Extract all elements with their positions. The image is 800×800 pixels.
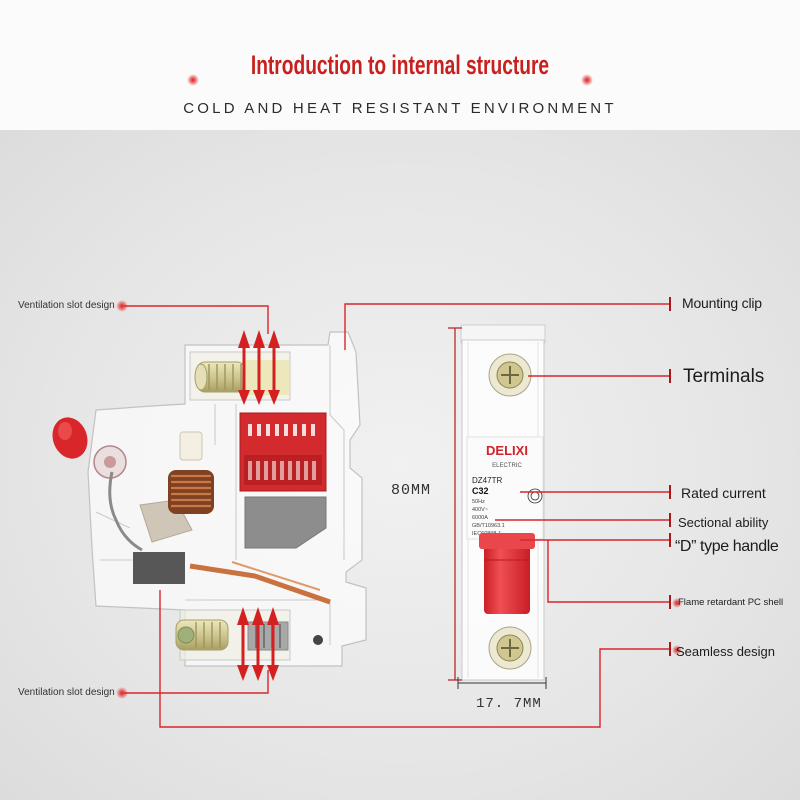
callout-mounting-clip: Mounting clip: [682, 295, 762, 311]
spec-text: 6000A: [472, 515, 488, 521]
brand-sub-text: ELECTRIC: [492, 463, 522, 469]
trip-knob-highlight: [58, 422, 72, 440]
magnetic-coil: [168, 470, 214, 514]
leader-flame-retardant: [547, 540, 670, 603]
callout-sectional-ability: Sectional ability: [678, 515, 769, 530]
leader-lines: [124, 303, 670, 728]
front-bottom-terminal-screw: [488, 626, 532, 670]
title-dot-right: [581, 74, 593, 86]
trip-wheel: [93, 445, 127, 479]
arc-chute-block: [239, 412, 327, 492]
width-dimension-label: 17. 7MM: [476, 696, 542, 712]
callout-flame-retardant: Flame retardant PC shell: [678, 597, 784, 608]
bottom-screw-head: [177, 626, 195, 644]
metal-plate: [244, 496, 327, 549]
title-decoration: [45, 74, 770, 86]
title-dot-left: [187, 74, 199, 86]
page-title: Introduction to internal structure: [250, 50, 550, 80]
spec-text: 50Hz: [472, 499, 485, 505]
leader-mounting-clip: [344, 303, 670, 350]
callout-ventilation-top: Ventilation slot design: [18, 300, 115, 311]
d-type-handle: [479, 533, 535, 614]
breaker-front-view: DELIXI ELECTRIC DZ47TR C32 50Hz 400V~ 60…: [460, 324, 546, 681]
top-screw-thread: [208, 364, 242, 390]
callout-rated-current: Rated current: [681, 485, 766, 501]
leader-seamless-design: [159, 590, 670, 728]
handle-cap: [479, 533, 535, 549]
leader-glow-dots: [116, 300, 682, 699]
trip-knob-body: [52, 417, 88, 459]
brand-logo-text: DELIXI: [486, 443, 528, 458]
leader-ventilation-top: [124, 305, 269, 334]
rating-text: C32: [472, 486, 489, 496]
bottom-screw-thread: [195, 622, 221, 648]
page-subtitle: COLD AND HEAT RESISTANT ENVIRONMENT: [183, 100, 617, 117]
coil-core-cap: [179, 431, 203, 461]
width-dimension-line: [457, 677, 547, 689]
model-text: DZ47TR: [472, 476, 502, 485]
height-dimension-line: [448, 327, 462, 681]
callout-terminals: Terminals: [683, 366, 765, 387]
breaker-cutaway: [52, 330, 367, 681]
handle-body: [484, 540, 530, 614]
leader-ventilation-bottom: [124, 670, 269, 694]
device-label-panel: DELIXI ELECTRIC DZ47TR C32 50Hz 400V~ 60…: [466, 436, 544, 540]
bottom-clamp: [247, 621, 289, 651]
top-terminal-clamp: [245, 360, 290, 395]
spec-text: GB/T10963.1: [472, 523, 505, 529]
rivet: [313, 635, 323, 645]
callout-ventilation-bottom: Ventilation slot design: [18, 687, 115, 698]
airflow-arrows-top: [238, 330, 280, 405]
front-top-terminal-screw: [488, 353, 532, 397]
airflow-arrows-bottom: [237, 607, 279, 681]
callout-d-type-handle: “D” type handle: [675, 538, 779, 555]
callout-seamless-design: Seamless design: [676, 644, 775, 659]
trip-knob: [52, 417, 88, 459]
cutaway-internal-walls: [95, 345, 345, 645]
trip-spring-wire: [108, 471, 143, 552]
bimetal-block: [133, 552, 185, 584]
header-band: [0, 0, 800, 130]
spec-text: 400V~: [472, 507, 488, 513]
height-dimension-label: 80MM: [391, 482, 432, 499]
top-screw-head: [194, 363, 208, 391]
copper-strip: [189, 563, 331, 605]
copper-strip-thin: [231, 561, 321, 591]
